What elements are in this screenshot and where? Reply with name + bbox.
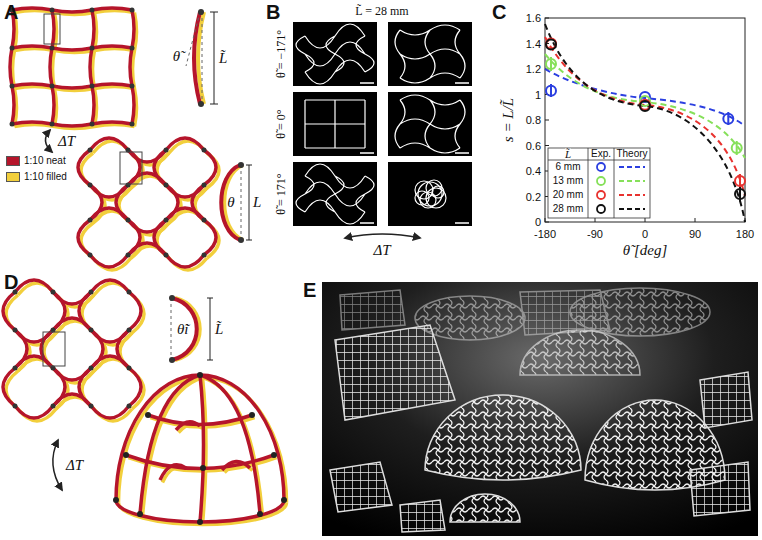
tick-label: 0.2 [526,191,541,202]
table-header: L̃ [565,149,571,160]
transition-arrow [45,130,52,152]
tick-label: 0.6 [526,140,541,151]
panel-letter: C [492,2,506,22]
length-label: L [253,195,261,210]
temperature-change: ΔT [373,243,390,258]
sample-photos [293,22,472,226]
photo [322,282,758,536]
temperature-change: ΔT [66,458,83,473]
unit-cell-inset [169,295,213,363]
angle-label: θ̃i [177,322,189,337]
tick-label: 0 [535,217,541,228]
legend-text: 1:10 neat [24,156,66,166]
lattice-design [3,280,144,421]
tick-label: 1 [535,89,541,100]
tick-label: 1.6 [526,13,541,24]
tick-label: -90 [587,229,603,240]
tick-label: 0.4 [526,166,541,177]
unit-cell-inset [186,9,218,107]
table-cell: 28 mm [552,204,585,214]
tick-label: 180 [736,229,754,240]
tick-label: 1.2 [526,64,541,75]
panel-letter: A [4,2,18,22]
chart-axes [545,18,745,222]
angle-label: θ̃ [173,49,180,64]
chart-legend-table [548,148,650,218]
transition-arrow [345,234,420,238]
lattice-flat [10,8,137,129]
unit-cell-inset [221,162,252,243]
table-header: Theory [615,149,648,159]
tick-label: 1.4 [526,38,541,49]
table-cell: 6 mm [555,162,582,172]
axis-title: θ̃ [deg] [623,243,667,258]
legend-swatch [6,156,20,166]
table-cell: 13 mm [552,176,585,186]
tick-label: 0 [642,229,648,240]
transition-arrow [53,440,62,490]
panel-letter: B [266,2,280,22]
panel-letter: E [303,280,316,300]
length-label: L̃ [219,51,227,66]
tick-label: -180 [534,229,556,240]
lattice-curled [78,138,219,270]
row-label: θ̃ = −171° [275,30,287,78]
temperature-change: ΔT [58,134,75,149]
angle-label: θ [227,195,234,210]
table-cell: 20 mm [552,190,585,200]
row-label: θ̃ = 171° [275,173,287,214]
row-label: θ̃ = 0° [275,109,287,138]
legend-text: 1:10 filled [24,172,67,182]
length-label: L̃ = 28 mm [355,5,408,17]
length-label: L̃ [215,322,223,337]
panel-letter: D [4,272,18,292]
legend-swatch [6,172,20,182]
tick-label: 0.8 [526,115,541,126]
tick-label: 90 [689,229,701,240]
table-header: Exp. [590,149,612,159]
theory-curves [545,24,745,222]
dome-shape [113,372,287,525]
axis-title: s = L/L̃ [501,98,516,142]
